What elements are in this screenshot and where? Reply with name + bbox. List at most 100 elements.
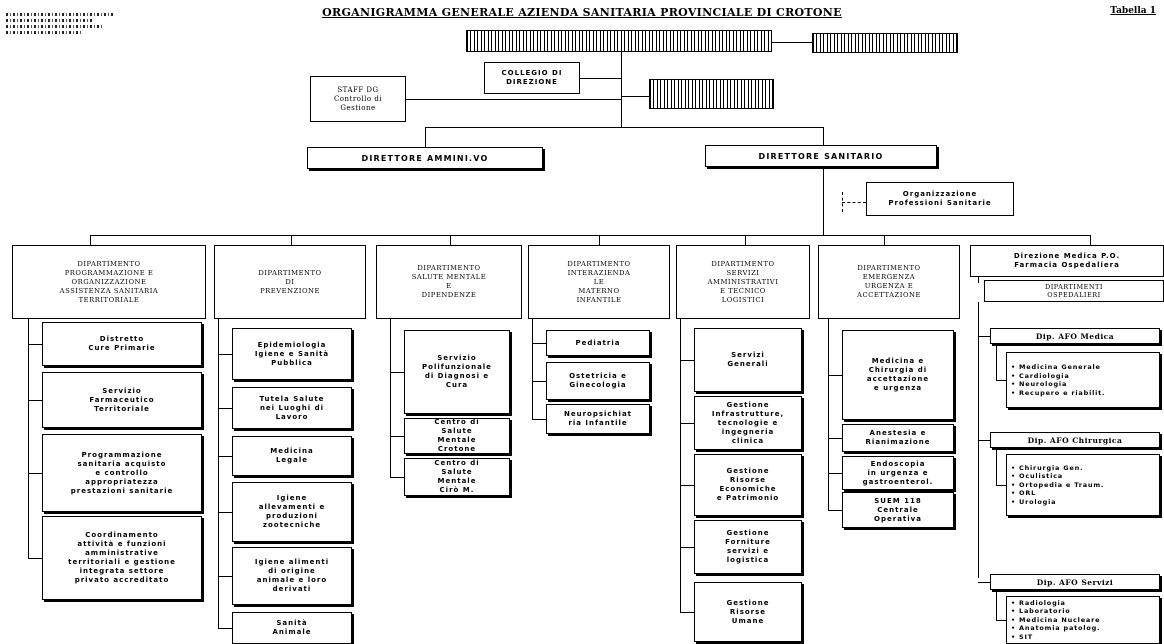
- dipartimenti-ospedalieri-label: DIPARTIMENTI OSPEDALIERI: [1045, 283, 1103, 299]
- unit-label: Epidemiologia Igiene e Sanità Pubblica: [254, 340, 330, 367]
- direzione-medica-label: Direzione Medica P.O. Farmacia Ospedalie…: [1013, 252, 1121, 269]
- direttore-amministrativo-box: DIRETTORE AMMINI.VO: [307, 147, 543, 169]
- direttore-generale-box: [466, 30, 772, 52]
- dip-emergenza-box: DIPARTIMENTO EMERGENZA URGENZA E ACCETTA…: [818, 245, 960, 319]
- hospital-unit-item: Recupero e riabilit.: [1011, 389, 1105, 398]
- hospital-unit-item: Ortopedia e Traum.: [1011, 481, 1104, 490]
- hospital-unit-item: Neurologia: [1011, 380, 1105, 389]
- dip-salute-mentale-unit: Servizio Polifunzionale di Diagnosi e Cu…: [404, 330, 510, 414]
- dip-territoriale-unit: Servizio Farmaceutico Territoriale: [42, 372, 202, 428]
- page-title: ORGANIGRAMMA GENERALE AZIENDA SANITARIA …: [322, 6, 842, 19]
- dip-servizi-amministrativi-unit: Gestione Infrastrutture, tecnologie e in…: [694, 396, 802, 450]
- hospital-unit-item: Oculistica: [1011, 472, 1104, 481]
- dip-prevenzione-title: DIPARTIMENTO DI PREVENZIONE: [258, 268, 322, 295]
- unit-label: Igiene alimenti di origine animale e lor…: [254, 558, 330, 593]
- direttore-sanitario-label: DIRETTORE SANITARIO: [758, 151, 884, 161]
- dip-servizi-amministrativi-box: DIPARTIMENTO SERVIZI AMMINISTRATIVI E TE…: [676, 245, 810, 319]
- unit-label: Servizi Generali: [727, 351, 769, 368]
- direttore-amministrativo-label: DIRETTORE AMMINI.VO: [361, 153, 489, 163]
- hospital-unit-item: Chirurgia Gen.: [1011, 464, 1104, 473]
- hospital-group-header: Dip. AFO Medica: [990, 328, 1160, 344]
- collegio-direzione-box: COLLEGIO DI DIREZIONE: [484, 62, 580, 94]
- dip-salute-mentale-unit: Centro di Salute Mentale Cirò M.: [404, 458, 510, 496]
- collegio-direzione-label: COLLEGIO DI DIREZIONE: [501, 69, 563, 86]
- direttore-sanitario-box: DIRETTORE SANITARIO: [705, 145, 937, 167]
- hospital-unit-item: SIT: [1011, 633, 1100, 642]
- hospital-unit-list: RadiologiaLaboratorioMedicina NucleareAn…: [1007, 599, 1100, 642]
- dip-emergenza-title: DIPARTIMENTO EMERGENZA URGENZA E ACCETTA…: [857, 264, 921, 299]
- dip-emergenza-unit: Endoscopia in urgenza e gastroenterol.: [842, 456, 954, 490]
- hospital-unit-item: ORL: [1011, 489, 1104, 498]
- unit-label: Gestione Risorse Economiche e Patrimonio: [716, 467, 780, 502]
- dip-prevenzione-unit: Medicina Legale: [232, 436, 352, 476]
- hospital-unit-item: Radiologia: [1011, 599, 1100, 608]
- hospital-unit-item: Urologia: [1011, 498, 1104, 507]
- unit-label: Distretto Cure Primarie: [88, 335, 156, 352]
- hospital-unit-item: Anatomia patolog.: [1011, 624, 1100, 633]
- professioni-sanitarie-box: Organizzazione Professioni Sanitarie: [866, 182, 1014, 216]
- hospital-group-title: Dip. AFO Servizi: [1036, 577, 1114, 587]
- hospital-group-header: Dip. AFO Chirurgica: [990, 432, 1160, 448]
- unit-label: Medicina e Chirurgia di accettazione e u…: [866, 357, 930, 392]
- dip-territoriale-unit: Distretto Cure Primarie: [42, 322, 202, 366]
- unit-label: Gestione Infrastrutture, tecnologie e in…: [711, 400, 785, 445]
- hospital-group-list: Medicina GeneraleCardiologiaNeurologiaRe…: [1006, 352, 1160, 408]
- hospital-unit-list: Medicina GeneraleCardiologiaNeurologiaRe…: [1007, 363, 1105, 397]
- hospital-group-title: Dip. AFO Chirurgica: [1027, 435, 1123, 445]
- unit-label: Centro di Salute Mentale Crotone: [434, 418, 480, 453]
- unit-label: Endoscopia in urgenza e gastroenterol.: [862, 459, 934, 486]
- dip-materno-infantile-title: DIPARTIMENTO INTERAZIENDA LE MATERNO INF…: [567, 259, 631, 304]
- table-label: Tabella 1: [1110, 6, 1156, 16]
- unit-label: Servizio Farmaceutico Territoriale: [89, 386, 155, 413]
- dip-emergenza-unit: Medicina e Chirurgia di accettazione e u…: [842, 330, 954, 420]
- dip-territoriale-unit: Coordinamento attività e funzioni ammini…: [42, 516, 202, 600]
- unit-label: Pediatria: [575, 338, 621, 347]
- collegio-sindacale-box: [812, 33, 958, 53]
- dip-territoriale-unit: Programmazione sanitaria acquisto e cont…: [42, 434, 202, 512]
- unit-label: Anestesia e Rianimazione: [865, 429, 931, 446]
- dip-materno-infantile-unit: Pediatria: [546, 330, 650, 356]
- hospital-group-list: RadiologiaLaboratorioMedicina NucleareAn…: [1006, 596, 1160, 644]
- hospital-unit-item: Cardiologia: [1011, 372, 1105, 381]
- dip-materno-infantile-unit: Ostetricia e Ginecologia: [546, 362, 650, 400]
- dip-prevenzione-unit: Sanità Animale: [232, 612, 352, 644]
- staff-dg-box: STAFF DG Controllo di Gestione: [310, 76, 406, 122]
- hospital-unit-item: Laboratorio: [1011, 607, 1100, 616]
- unit-label: Coordinamento attività e funzioni ammini…: [68, 531, 176, 584]
- professioni-sanitarie-label: Organizzazione Professioni Sanitarie: [888, 190, 992, 207]
- hospital-unit-list: Chirurgia Gen.OculisticaOrtopedia e Trau…: [1007, 464, 1104, 507]
- dip-prevenzione-unit: Tutela Salute nei Luoghi di Lavoro: [232, 387, 352, 429]
- dip-salute-mentale-unit: Centro di Salute Mentale Crotone: [404, 418, 510, 454]
- unit-label: Igiene allevamenti e produzioni zootecni…: [258, 494, 326, 529]
- dip-territoriale-box: DIPARTIMENTO PROGRAMMAZIONE E ORGANIZZAZ…: [12, 245, 206, 319]
- dip-servizi-amministrativi-unit: Servizi Generali: [694, 328, 802, 392]
- dip-territoriale-title: DIPARTIMENTO PROGRAMMAZIONE E ORGANIZZAZ…: [59, 259, 159, 304]
- dip-servizi-amministrativi-unit: Gestione Risorse Economiche e Patrimonio: [694, 454, 802, 516]
- dip-prevenzione-box: DIPARTIMENTO DI PREVENZIONE: [214, 245, 366, 319]
- hospital-group-title: Dip. AFO Medica: [1035, 331, 1115, 341]
- unit-label: SUEM 118 Centrale Operativa: [874, 496, 922, 523]
- dip-servizi-amministrativi-title: DIPARTIMENTO SERVIZI AMMINISTRATIVI E TE…: [707, 259, 779, 304]
- hospital-group-list: Chirurgia Gen.OculisticaOrtopedia e Trau…: [1006, 454, 1160, 516]
- dip-salute-mentale-title: DIPARTIMENTO SALUTE MENTALE E DIPENDENZE: [411, 264, 487, 299]
- unit-label: Neuropsichiat ria Infantile: [563, 410, 633, 427]
- unit-label: Sanità Animale: [272, 619, 312, 636]
- unit-label: Tutela Salute nei Luoghi di Lavoro: [259, 394, 325, 421]
- dip-prevenzione-unit: Igiene allevamenti e produzioni zootecni…: [232, 482, 352, 542]
- unit-label: Medicina Legale: [270, 447, 314, 464]
- hospital-group-header: Dip. AFO Servizi: [990, 574, 1160, 590]
- dipartimenti-ospedalieri-box: DIPARTIMENTI OSPEDALIERI: [984, 280, 1164, 302]
- dip-emergenza-unit: Anestesia e Rianimazione: [842, 424, 954, 452]
- dip-prevenzione-unit: Igiene alimenti di origine animale e lor…: [232, 547, 352, 605]
- unit-label: Servizio Polifunzionale di Diagnosi e Cu…: [422, 354, 492, 389]
- dip-prevenzione-unit: Epidemiologia Igiene e Sanità Pubblica: [232, 328, 352, 380]
- board-box-noisy: [649, 79, 774, 109]
- unit-label: Programmazione sanitaria acquisto e cont…: [70, 450, 174, 495]
- dip-servizi-amministrativi-unit: Gestione Risorse Umane: [694, 582, 802, 642]
- dip-emergenza-unit: SUEM 118 Centrale Operativa: [842, 492, 954, 528]
- dip-servizi-amministrativi-unit: Gestione Forniture servizi e logistica: [694, 520, 802, 574]
- dip-materno-infantile-box: DIPARTIMENTO INTERAZIENDA LE MATERNO INF…: [528, 245, 670, 319]
- unit-label: Gestione Forniture servizi e logistica: [725, 529, 771, 564]
- dip-salute-mentale-box: DIPARTIMENTO SALUTE MENTALE E DIPENDENZE: [376, 245, 522, 319]
- logo-icon: [6, 10, 114, 50]
